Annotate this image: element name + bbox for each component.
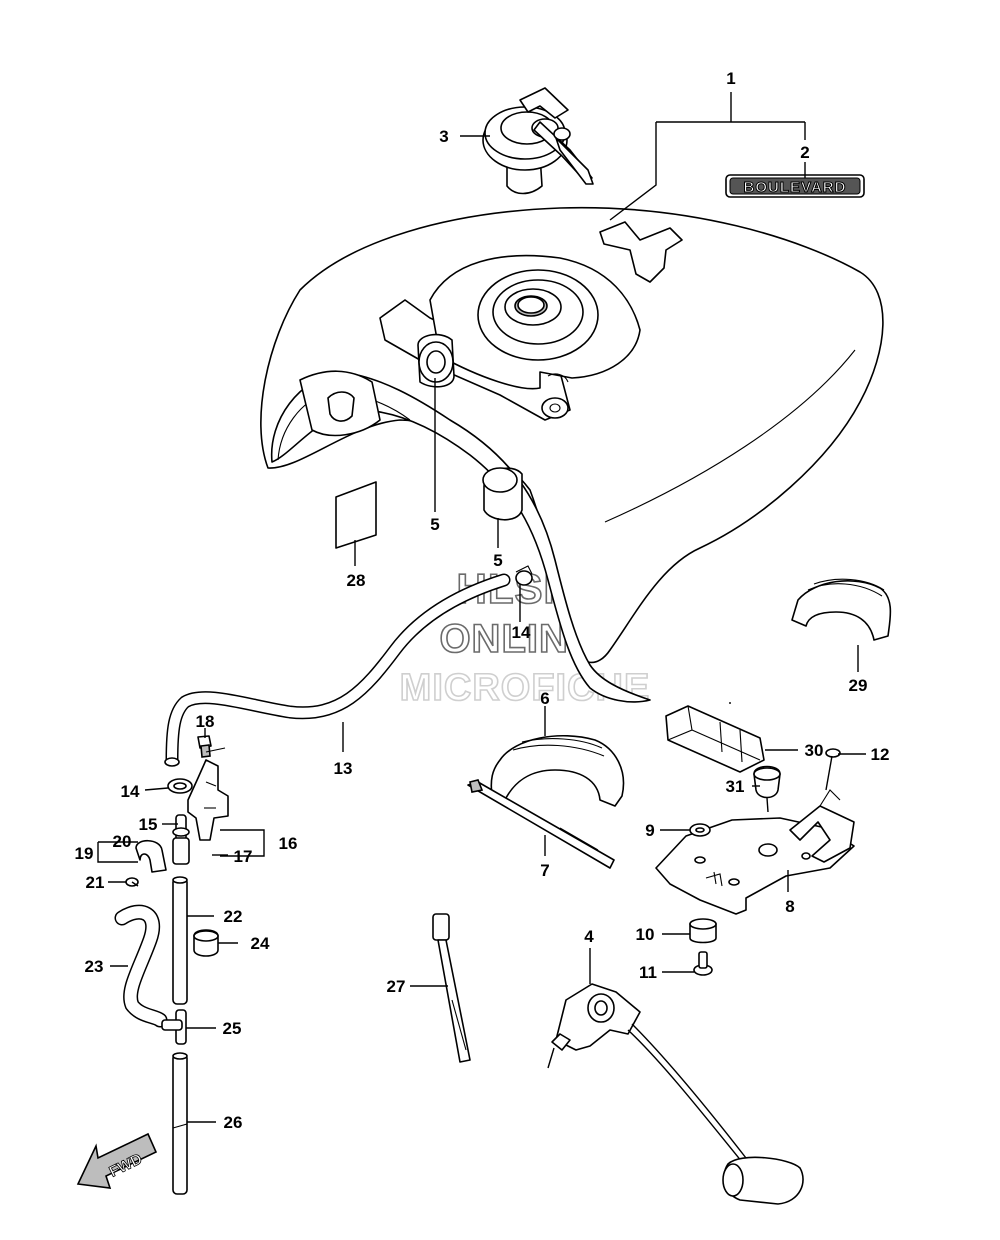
clamp-part-20[interactable] [135,839,167,873]
callout-6: 6 [540,689,549,708]
callout-4: 4 [584,927,594,946]
forward-direction-arrow: FWD [76,1132,158,1189]
tee-fitting-part-25[interactable] [161,1009,187,1045]
bolt-part-11[interactable] [693,951,713,976]
callout-15: 15 [139,815,158,834]
callouts: 1 2 3 4 5 5 6 7 8 9 10 11 12 13 14 14 15… [75,69,890,1132]
callout-26: 26 [224,1113,243,1132]
callout-14b: 14 [121,782,140,801]
mounting-plate-part-8[interactable] [655,789,855,915]
label-part-28[interactable] [335,481,377,549]
fuel-cap-part-3[interactable] [482,87,594,195]
callout-29: 29 [849,676,868,695]
callout-18: 18 [196,712,215,731]
callout-9: 9 [645,821,654,840]
callout-16: 16 [279,834,298,853]
rubber-pad-part-29[interactable] [791,578,892,641]
hose-part-23[interactable] [114,904,168,1028]
callout-22: 22 [224,907,243,926]
emblem-text: BOULEVARD [744,179,847,196]
callout-21: 21 [86,873,105,892]
callout-3: 3 [439,127,448,146]
rubber-block-part-30[interactable] [665,705,765,773]
callout-7: 7 [540,861,549,880]
grommet-part-9[interactable] [689,823,711,837]
screw-part-12[interactable] [825,748,841,791]
callout-17: 17 [234,847,253,866]
callout-8: 8 [785,897,794,916]
callout-14a: 14 [512,623,531,642]
hose-part-22[interactable] [172,876,188,1005]
rubber-pad-part-6[interactable] [490,734,625,807]
breather-hose-part-13[interactable] [164,573,511,767]
leader-lines [97,92,866,1123]
callout-10: 10 [636,925,655,944]
callout-19: 19 [75,844,94,863]
callout-2: 2 [800,143,809,162]
cable-tie-part-27[interactable] [432,913,471,1063]
tank-cushion-part-5b[interactable] [482,467,523,521]
callout-23-24: 24 [251,934,270,953]
callout-12: 12 [871,745,890,764]
cushion-part-10[interactable] [689,918,717,944]
clamp-part-14-upper[interactable] [515,565,533,586]
callout-25: 25 [223,1019,242,1038]
callout-1: 1 [726,69,735,88]
bolt-part-18[interactable] [197,735,212,758]
callout-13: 13 [334,759,353,778]
callout-31: 31 [726,777,745,796]
clamp-part-14-lower[interactable] [167,778,193,794]
fuel-tank-part-1[interactable] [260,206,884,703]
callout-20: 20 [113,832,132,851]
callout-23: 23 [85,957,104,976]
callout-5a: 5 [430,515,439,534]
callout-11: 11 [639,963,657,982]
callout-28: 28 [347,571,366,590]
callout-5b: 5 [493,551,502,570]
tank-cushion-part-5a[interactable] [417,333,455,388]
callout-30: 30 [805,741,824,760]
bracket-part-16[interactable] [187,759,229,841]
fitting-part-15[interactable] [172,814,190,865]
cable-tie-part-7[interactable] [467,779,615,869]
emblem-part-2[interactable]: BOULEVARD [725,174,865,198]
hose-part-26[interactable] [172,1052,188,1195]
screw-part-21[interactable] [125,877,139,887]
spacer-part-24[interactable] [193,929,219,957]
fuel-level-sender-part-4[interactable] [547,983,804,1205]
cushion-part-31[interactable] [753,765,781,813]
callout-27: 27 [387,977,406,996]
